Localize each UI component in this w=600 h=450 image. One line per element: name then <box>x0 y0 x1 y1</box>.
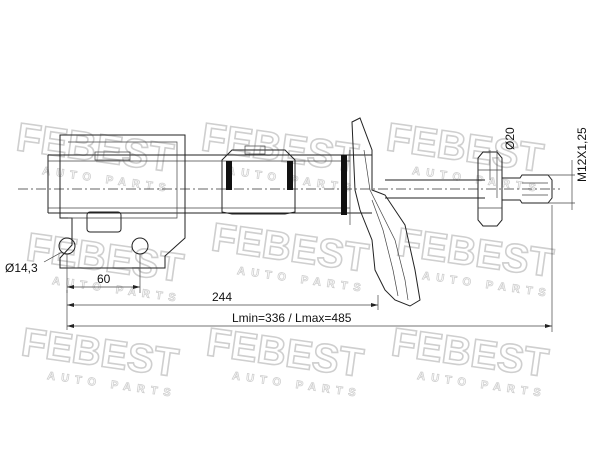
watermark-brand: FEBEST <box>394 220 556 286</box>
clip-rubber-right <box>287 161 293 190</box>
dim-244-arrow-right <box>371 303 378 307</box>
spring-clip <box>221 149 296 215</box>
spring-seat-inner-2 <box>371 199 399 297</box>
watermark-brand: FEBEST <box>209 215 371 281</box>
hole-spacing-label: 60 <box>97 272 111 286</box>
dim-60-arrow-right <box>133 285 140 289</box>
watermark-9: FEBEST AUTO PARTS <box>388 320 552 401</box>
bracket-window <box>86 211 122 233</box>
dim-244-arrow-left <box>67 303 74 307</box>
watermark-8: FEBEST AUTO PARTS <box>203 320 367 401</box>
dim-60-arrow-left <box>67 285 74 289</box>
watermark-6: FEBEST AUTO PARTS <box>393 220 557 301</box>
clip-top-tab <box>244 145 266 155</box>
watermark-layer: FEBEST AUTO PARTS FEBEST AUTO PARTS FEBE… <box>13 115 557 401</box>
top-mount <box>477 151 503 227</box>
spring-seat <box>351 117 421 307</box>
clip-rubber-left <box>226 161 232 190</box>
watermark-brand: FEBEST <box>199 115 361 181</box>
spring-seat-inner <box>363 149 409 301</box>
length-range-label: Lmin=336 / Lmax=485 <box>232 311 352 325</box>
thread-label: M12X1,25 <box>575 127 589 182</box>
shock-body <box>18 117 560 307</box>
dim-length-arrow-left <box>67 324 74 328</box>
bump-stop-ring <box>341 155 347 215</box>
watermark-brand: FEBEST <box>204 320 366 386</box>
hole-leader <box>43 251 63 263</box>
watermark-7: FEBEST AUTO PARTS <box>18 320 182 401</box>
watermark-brand: FEBEST <box>389 320 551 386</box>
watermark-brand: FEBEST <box>19 320 181 386</box>
watermark-brand: FEBEST <box>384 115 546 181</box>
bracket-inner <box>68 141 178 219</box>
bracket-tab <box>94 151 131 161</box>
watermark-5: FEBEST AUTO PARTS <box>208 215 372 296</box>
dim-length-arrow-right <box>545 324 552 328</box>
watermark-brand: FEBEST <box>14 115 176 181</box>
hole-diameter-label: Ø14,3 <box>5 261 38 275</box>
bracket-to-seat-label: 244 <box>212 290 232 304</box>
thread-end <box>501 174 553 204</box>
dimensions: Ø14,3 60 244 Lmin=336 / Lmax=485 Ø20 M12… <box>5 127 589 332</box>
rod-diameter-label: Ø20 <box>503 127 517 150</box>
watermark-4: FEBEST AUTO PARTS <box>23 225 187 306</box>
